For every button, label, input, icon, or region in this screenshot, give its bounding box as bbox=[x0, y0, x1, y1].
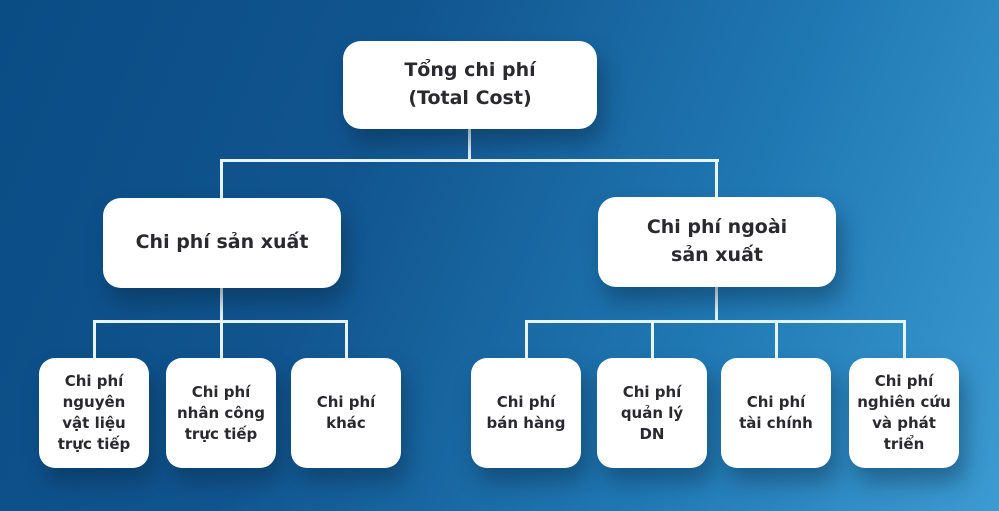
leaf-node-direct-labor-cost: Chi phí nhân công trực tiếp bbox=[166, 358, 276, 468]
leaf-node-direct-materials-cost: Chi phí nguyên vật liệu trực tiếp bbox=[39, 358, 149, 468]
connector-leaf3-drop bbox=[345, 320, 348, 358]
connector-leaf1-drop bbox=[93, 320, 96, 358]
root-node-total-cost: Tổng chi phí (Total Cost) bbox=[343, 41, 597, 129]
connector-root-stem bbox=[468, 129, 471, 162]
leaf-node-selling-cost: Chi phí bán hàng bbox=[471, 358, 581, 468]
connector-leaf6-drop bbox=[775, 320, 778, 358]
connector-branch1-up bbox=[220, 159, 223, 198]
branch-node-non-production-cost: Chi phí ngoài sản xuất bbox=[598, 197, 836, 287]
connector-branch2-up bbox=[715, 159, 718, 197]
leaf-node-rnd-cost: Chi phí nghiên cứu và phát triển bbox=[849, 358, 959, 468]
connector-leaf2-drop bbox=[220, 320, 223, 358]
connector-branch2-down bbox=[715, 287, 718, 323]
leaf-node-financial-cost: Chi phí tài chính bbox=[721, 358, 831, 468]
connector-branch2-rail bbox=[525, 320, 906, 323]
connector-branch1-down bbox=[220, 288, 223, 323]
connector-leaf7-drop bbox=[903, 320, 906, 358]
leaf-node-other-cost: Chi phí khác bbox=[291, 358, 401, 468]
connector-leaf5-drop bbox=[651, 320, 654, 358]
connector-level1-rail bbox=[220, 159, 719, 162]
connector-leaf4-drop bbox=[525, 320, 528, 358]
branch-node-production-cost: Chi phí sản xuất bbox=[103, 198, 341, 288]
leaf-node-admin-cost: Chi phí quản lý DN bbox=[597, 358, 707, 468]
